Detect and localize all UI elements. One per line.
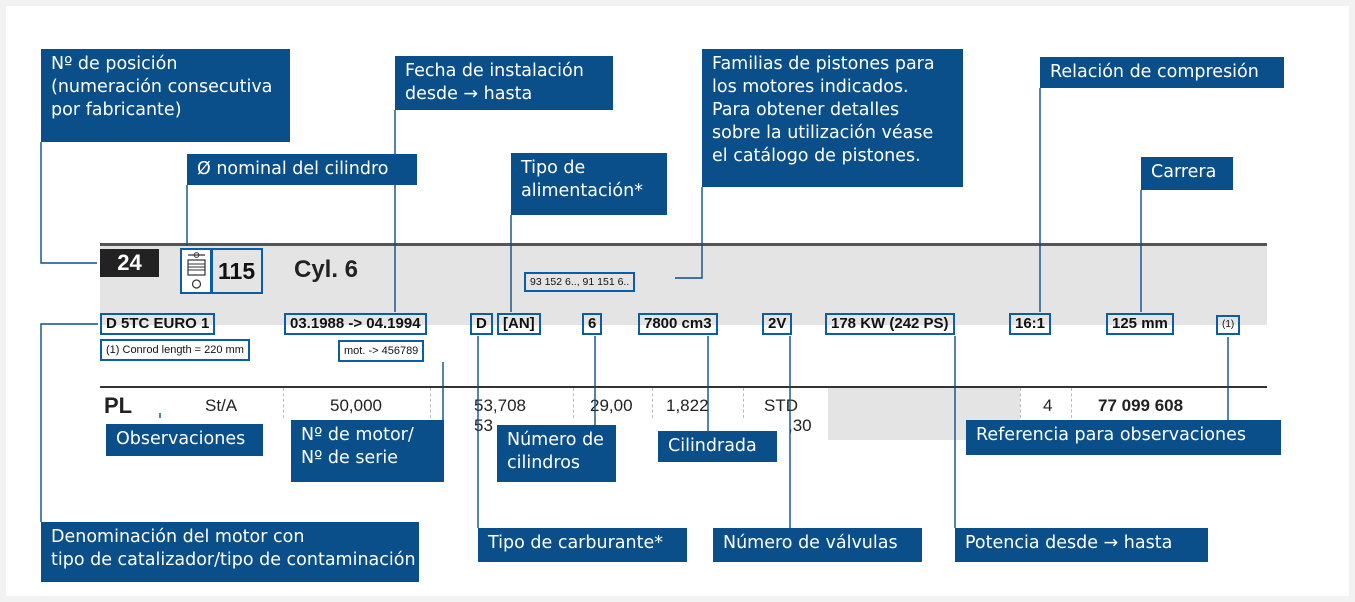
feed-type: [AN]	[497, 313, 541, 335]
valves: 2V	[762, 313, 793, 335]
column-separator	[283, 388, 285, 418]
callout-power-range: Potencia desde → hasta	[955, 528, 1208, 562]
row-value-4: 1,822	[666, 396, 709, 415]
callout-remarks: Observaciones	[106, 424, 263, 456]
row-part-number: 77 099 608	[1098, 396, 1184, 415]
column-separator	[573, 388, 575, 418]
row-code: PL	[104, 393, 133, 418]
callout-engine-serial: Nº de motor/Nº de serie	[291, 420, 444, 482]
callout-remarks-reference: Referencia para observaciones	[966, 420, 1281, 455]
cylinder-count: 6	[582, 313, 603, 335]
callout-displacement: Cilindrada	[658, 431, 777, 462]
cylinder-bore-icon	[180, 248, 213, 294]
column-separator	[1071, 388, 1073, 418]
row-value-1: 50,000	[330, 396, 382, 415]
row-value-5: STD	[764, 396, 798, 415]
stroke: 125 mm	[1106, 313, 1174, 335]
remark-reference: (1)	[1216, 315, 1241, 335]
column-separator	[743, 388, 745, 418]
power-range: 178 KW (242 PS)	[825, 313, 955, 335]
callout-fuel-type: Tipo de carburante*	[478, 528, 687, 562]
catalog-top-rule	[100, 243, 1267, 246]
callout-stroke: Carrera	[1141, 157, 1233, 190]
callout-nominal-bore: Ø nominal del cilindro	[187, 154, 417, 185]
compression-ratio: 16:1	[1009, 313, 1052, 335]
callout-compression-ratio: Relación de compresión	[1040, 57, 1284, 88]
column-separator	[430, 388, 432, 418]
fuel-type: D	[470, 313, 493, 335]
column-separator	[652, 388, 654, 418]
row-top-rule	[100, 386, 1267, 388]
row-material: St/A	[205, 396, 238, 415]
installation-dates: 03.1988 -> 04.1994	[284, 313, 427, 335]
cylinders-header: Cyl. 6	[294, 256, 359, 283]
row-value-3: 29,00	[590, 396, 633, 415]
position-number: 24	[100, 249, 159, 277]
row-quantity: 4	[1043, 396, 1053, 415]
row-value-2: 53,708	[474, 396, 526, 415]
bore-value: 115	[210, 248, 264, 294]
conrod-note: (1) Conrod length = 220 mm	[100, 339, 250, 361]
callout-valves-count: Número de válvulas	[713, 528, 922, 562]
engine-designation: D 5TC EURO 1	[100, 313, 216, 335]
column-separator	[1020, 388, 1022, 418]
piston-families: 93 152 6.., 91 151 6..	[524, 272, 636, 292]
displacement: 7800 cm3	[638, 313, 718, 335]
engine-serial: mot. -> 456789	[338, 340, 425, 362]
row-value-2b: 53	[474, 416, 493, 435]
row-value-5b: ,30	[788, 416, 812, 435]
